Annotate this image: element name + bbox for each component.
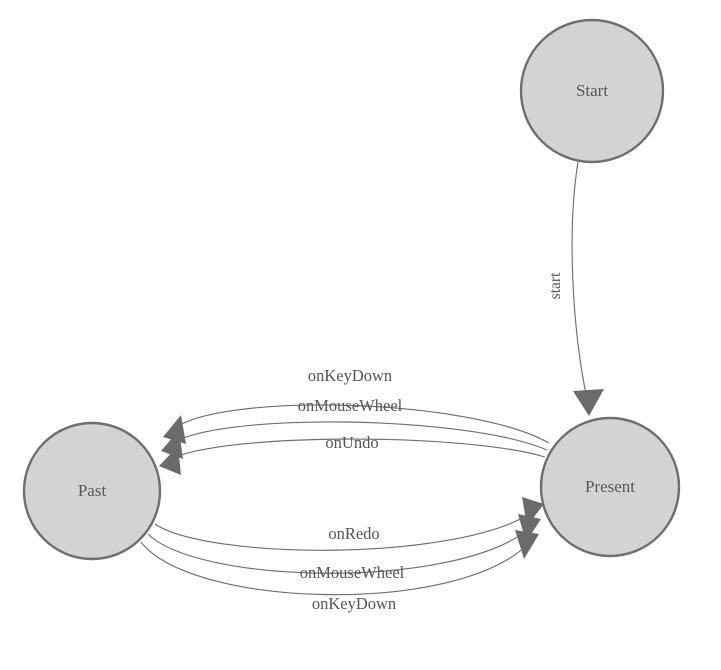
edge-label-mousewheel-bottom: onMouseWheel xyxy=(300,563,405,582)
edge-label-redo: onRedo xyxy=(328,524,379,543)
edge-present-to-past-undo[interactable]: onUndo xyxy=(159,433,546,475)
edge-keydown-top-path xyxy=(171,404,550,444)
edge-mousewheel-bottom-path xyxy=(147,526,532,574)
node-start-circle xyxy=(519,18,665,164)
edge-start-to-present[interactable]: start xyxy=(547,161,604,416)
edge-undo-path xyxy=(167,438,546,462)
edge-start-path xyxy=(571,161,589,405)
edge-mousewheel-bottom-arrowhead xyxy=(518,514,541,542)
node-past[interactable]: Past xyxy=(22,421,162,561)
node-present[interactable]: Present xyxy=(539,416,681,558)
edge-keydown-top-arrowhead xyxy=(163,415,186,444)
edge-past-to-present-redo[interactable]: onRedo xyxy=(154,497,544,551)
edge-label-mousewheel-top: onMouseWheel xyxy=(298,396,403,415)
node-present-circle xyxy=(539,416,681,558)
node-start[interactable]: Start xyxy=(519,18,665,164)
edge-past-to-present-mousewheel[interactable]: onMouseWheel xyxy=(147,514,541,582)
edge-undo-arrowhead xyxy=(159,446,181,475)
edge-label-keydown-bottom: onKeyDown xyxy=(312,594,396,613)
edge-keydown-bottom-path xyxy=(140,541,530,596)
edge-start-arrowhead xyxy=(573,389,604,416)
edge-label-start: start xyxy=(547,272,564,299)
edge-present-to-past-keydown[interactable]: onKeyDown xyxy=(163,366,550,444)
edge-past-to-present-keydown[interactable]: onKeyDown xyxy=(140,530,539,613)
edge-label-keydown-top: onKeyDown xyxy=(308,366,392,385)
node-past-label: Past xyxy=(78,481,107,500)
edge-keydown-bottom-arrowhead xyxy=(515,530,539,559)
node-past-circle xyxy=(22,421,162,561)
edge-label-undo: onUndo xyxy=(325,433,378,452)
edge-redo-path xyxy=(154,510,535,551)
node-start-label: Start xyxy=(576,81,608,100)
edge-mousewheel-top-path xyxy=(169,421,548,451)
node-present-label: Present xyxy=(585,477,635,496)
